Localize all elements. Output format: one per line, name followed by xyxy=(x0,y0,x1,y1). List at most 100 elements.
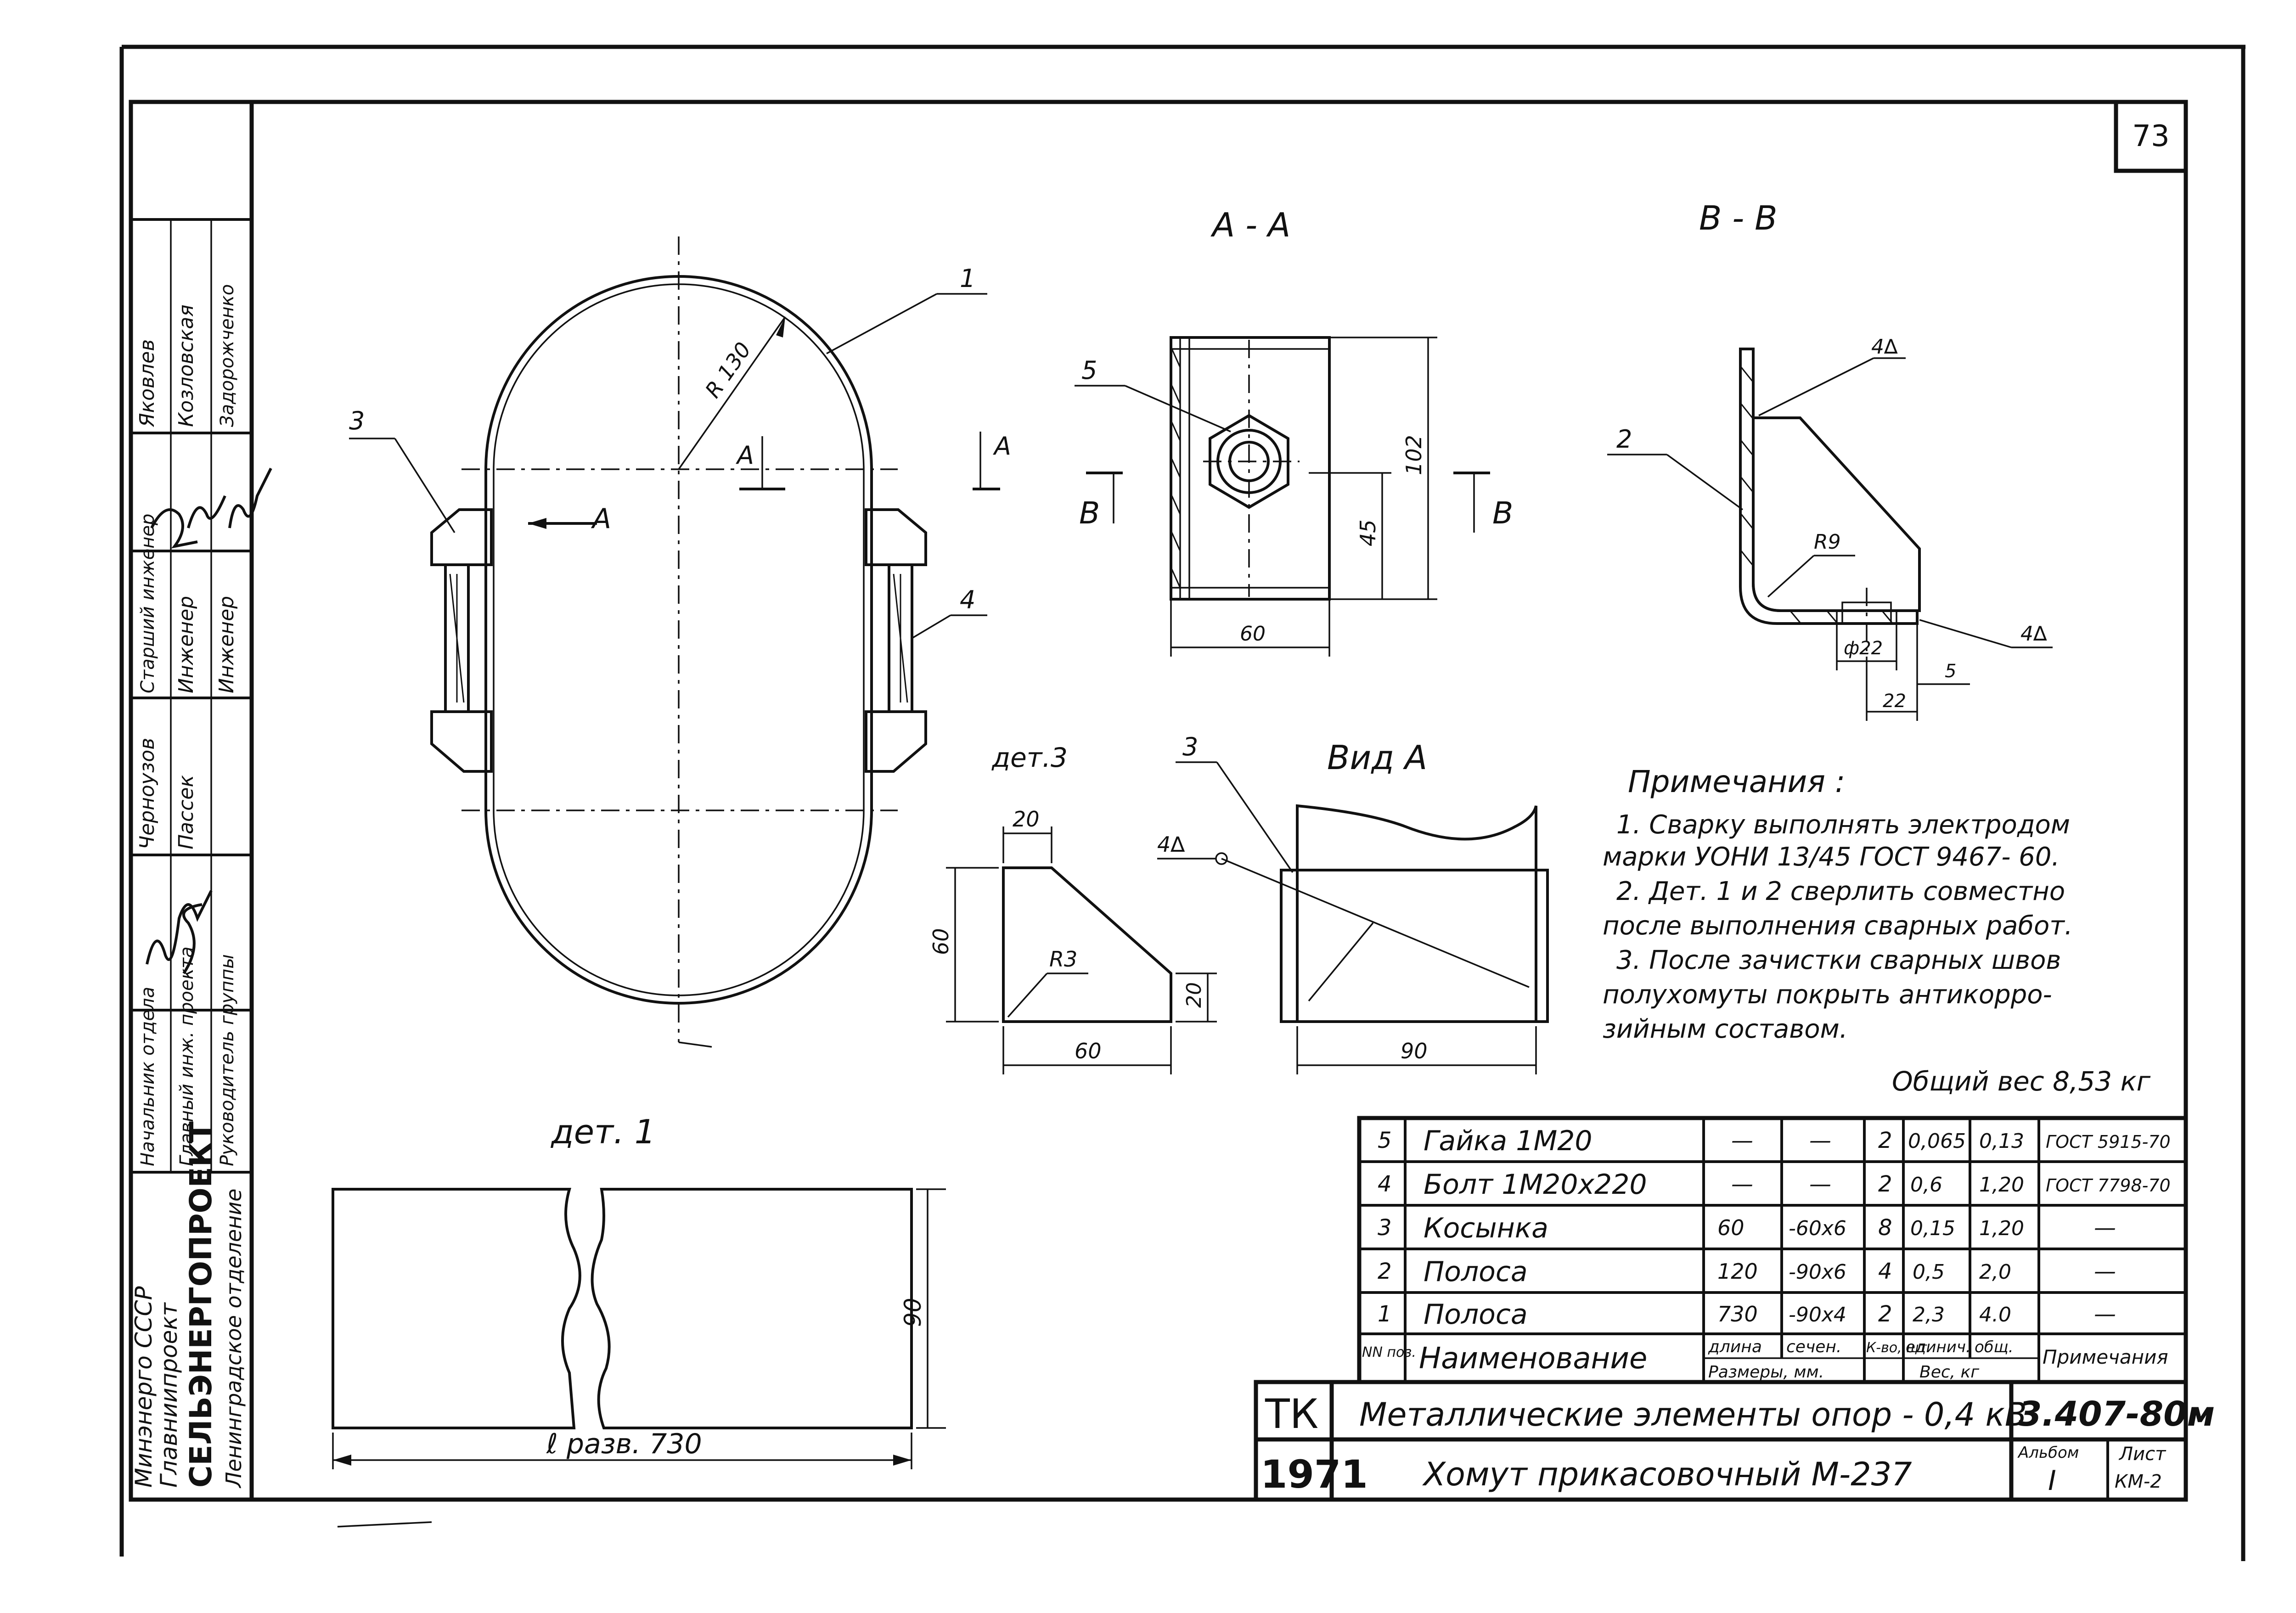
dim-45: 45 xyxy=(1356,519,1380,546)
detail-3: дет.3 20 60 20 60 R3 xyxy=(929,742,1217,1074)
tb-title-2: Хомут прикасовочный М-237 xyxy=(1422,1456,1912,1493)
bom-pos-1: 1 xyxy=(1378,1301,1392,1327)
det1-title: дет. 1 xyxy=(550,1113,656,1151)
bom-h-total: общ. xyxy=(1975,1338,2014,1356)
bom-unitw-4: 0,6 xyxy=(1910,1173,1942,1197)
bom-name-1: Полоса xyxy=(1424,1298,1528,1331)
bom-h-unit: единич. xyxy=(1906,1338,1971,1356)
bom-qty-1: 2 xyxy=(1878,1301,1892,1327)
bom-totalw-4: 1,20 xyxy=(1979,1173,2024,1197)
bom-name-4: Болт 1М20х220 xyxy=(1424,1169,1647,1201)
dim-22: 22 xyxy=(1883,691,1906,712)
tb-sheet-label: Лист xyxy=(2118,1444,2167,1465)
note-line-5: 3. После зачистки сварных швов xyxy=(1616,945,2061,975)
bom-section-3: -60х6 xyxy=(1789,1217,1846,1240)
dim-60-aa: 60 xyxy=(1240,622,1266,646)
bom-h-note: Примечания xyxy=(2043,1346,2168,1368)
bom-totalw-3: 1,20 xyxy=(1979,1217,2024,1240)
note-line-2: марки УОНИ 13/45 ГОСТ 9467- 60. xyxy=(1603,842,2060,872)
pos-5: 5 xyxy=(1081,356,1097,385)
note-line-4: после выполнения сварных работ. xyxy=(1603,911,2073,941)
role-st-inzh: Старший инженер xyxy=(137,514,158,693)
person-yakovlev: Яковлев xyxy=(135,339,159,427)
sheet-frame xyxy=(119,45,2245,1561)
dim-60-left: 60 xyxy=(929,928,953,955)
bom-totalw-5: 0,13 xyxy=(1979,1130,2024,1153)
title-block: ТК 1971 Металлические элементы опор - 0,… xyxy=(1254,1380,2215,1502)
org-line-2: Главниипроект xyxy=(156,1302,182,1488)
org-branch: Ленинградское отделение xyxy=(221,1189,246,1489)
pos-1: 1 xyxy=(960,264,975,293)
signature-4 xyxy=(187,495,226,528)
bom-name-5: Гайка 1М20 xyxy=(1424,1125,1593,1157)
bom-section-5: — xyxy=(1809,1128,1831,1153)
signature-2 xyxy=(182,903,203,974)
dim-5: 5 xyxy=(1945,661,1956,682)
cut-a-left: A xyxy=(591,503,611,535)
role-inzh-1: Инженер xyxy=(174,596,198,693)
dim-90-det1: 90 xyxy=(900,1298,926,1327)
bom-qty-5: 2 xyxy=(1878,1128,1892,1153)
person-chernouzov: Черноузов xyxy=(135,738,159,849)
pos-3-main: 3 xyxy=(349,406,365,435)
bom-unitw-3: 0,15 xyxy=(1910,1217,1955,1240)
person-zadorozhchenko: Задорожченко xyxy=(217,284,238,427)
note-line-3: 2. Дет. 1 и 2 сверлить совместно xyxy=(1616,877,2065,906)
bom-qty-4: 2 xyxy=(1878,1171,1892,1197)
det3-title: дет.3 xyxy=(991,742,1068,773)
cut-b-left: B xyxy=(1079,495,1100,531)
bom-h-qty: К-во, шт xyxy=(1866,1340,1928,1356)
bom-pos-4: 4 xyxy=(1378,1171,1392,1197)
signature-1 xyxy=(146,890,213,965)
person-kozlovskaya: Козловская xyxy=(174,304,198,427)
section-bb: В - В ф22 22 5 R9 4∆ 4∆ xyxy=(1607,199,2053,721)
bolt-left xyxy=(444,563,470,713)
notes: Примечания : 1. Сварку выполнять электро… xyxy=(1603,764,2151,1097)
weld-bottom: 4∆ xyxy=(2020,622,2047,646)
angle-plate xyxy=(1739,348,1919,625)
page-number-box: 73 xyxy=(2114,100,2188,173)
bom-pos-3: 3 xyxy=(1378,1215,1392,1241)
person-passek: Пассек xyxy=(174,775,198,849)
clamp-main-view: R 130 A A A 1 3 4 xyxy=(349,236,1011,1048)
org-line-1: Минэнерго СССР xyxy=(130,1286,157,1488)
signature-3 xyxy=(150,508,198,549)
lug-bottom-right xyxy=(865,710,927,773)
notes-title: Примечания : xyxy=(1628,764,1845,799)
bom-qty-3: 8 xyxy=(1878,1215,1892,1241)
bom-length-3: 60 xyxy=(1717,1215,1745,1240)
cut-a-mid: A xyxy=(736,441,754,470)
bom-table: 5 Гайка 1М20 — — 2 0,065 0,13 ГОСТ 5915-… xyxy=(1357,1116,2188,1384)
bom-h-sizes: Размеры, мм. xyxy=(1708,1363,1824,1382)
bom-unitw-5: 0,065 xyxy=(1908,1130,1966,1153)
view-a-title: Вид А xyxy=(1327,738,1427,777)
gusset-bb xyxy=(1752,416,1921,612)
dim-l-razv: ℓ разв. 730 xyxy=(546,1428,702,1460)
bom-name-3: Косынка xyxy=(1424,1212,1548,1244)
org-main: СЕЛЬЭНЕРГОПРОЕКТ xyxy=(183,1121,219,1488)
bom-totalw-1: 4.0 xyxy=(1979,1303,2011,1326)
role-ruk-gruppy: Руководитель группы xyxy=(217,954,238,1166)
bom-h-length: длина xyxy=(1708,1338,1762,1356)
section-aa: А - А 102 45 60 B B xyxy=(1075,206,1513,657)
lug-top-right xyxy=(865,508,927,566)
lug-bottom-left xyxy=(430,710,493,773)
dim-102: 102 xyxy=(1401,435,1426,475)
tb-year: 1971 xyxy=(1261,1452,1368,1497)
tb-doc-no: 3.407-80м xyxy=(2018,1394,2215,1434)
cut-a-right: A xyxy=(993,432,1011,461)
dim-90-vid: 90 xyxy=(1401,1039,1428,1063)
bom-note-4: ГОСТ 7798-70 xyxy=(2046,1175,2171,1196)
lug-top-left xyxy=(430,508,493,566)
tb-sheet-value: КМ-2 xyxy=(2115,1471,2162,1492)
strip-right xyxy=(591,1188,913,1429)
tb-album-label: Альбом xyxy=(2017,1444,2079,1462)
detail-1: дет. 1 90 ℓ разв. 730 xyxy=(332,1113,946,1528)
role-nach-otdela: Начальник отдела xyxy=(137,987,158,1166)
signature-5 xyxy=(228,467,272,528)
note-line-7: зийным составом. xyxy=(1603,1014,1848,1044)
pos-2: 2 xyxy=(1616,425,1632,454)
bom-h-weight: Вес, кг xyxy=(1919,1363,1980,1382)
bom-pos-5: 5 xyxy=(1378,1128,1392,1153)
